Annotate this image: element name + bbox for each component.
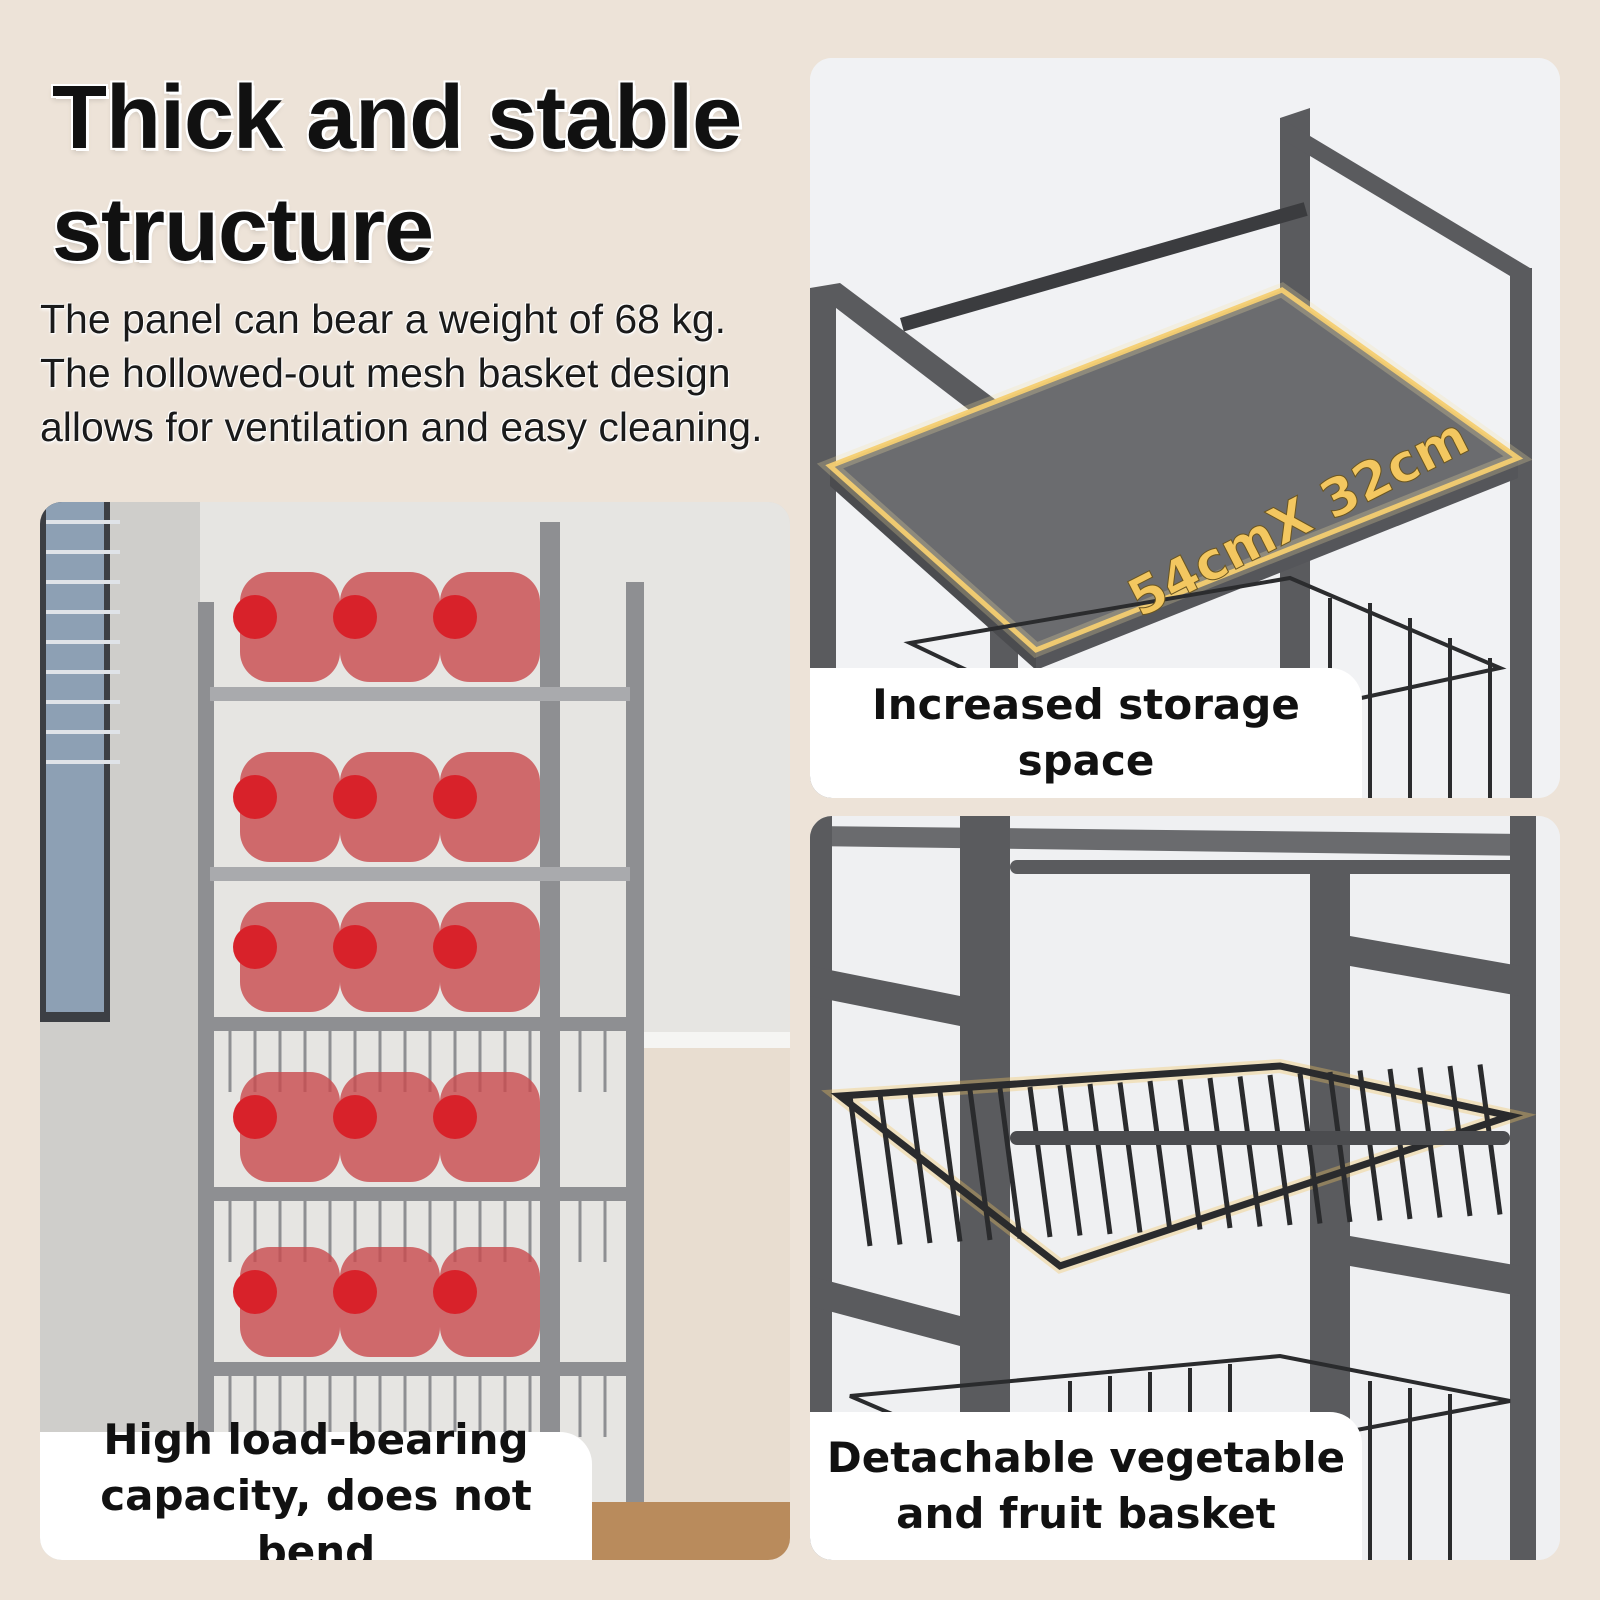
basket-wire <box>1297 1073 1323 1224</box>
basket-wire <box>1327 1071 1353 1223</box>
bottle-cap <box>333 595 377 639</box>
basket-wire <box>877 1094 903 1245</box>
bottle-cap <box>433 775 477 819</box>
bottle-cap <box>233 1095 277 1139</box>
rack-shelf <box>210 1187 630 1201</box>
rack-shelf <box>210 867 630 881</box>
rack-with-bottles-illustration <box>40 502 790 1560</box>
bottle-cap <box>333 1095 377 1139</box>
rack-shelves <box>210 572 630 1437</box>
storage-caption-line1: Increased storage <box>872 680 1300 729</box>
basket-wire <box>1357 1070 1383 1221</box>
basket-wire <box>1177 1079 1203 1230</box>
storage-space-panel: 54cmX 32cm Increased storage space <box>810 58 1560 798</box>
load-caption-line1: High load-bearing <box>103 1415 529 1464</box>
basket-wire <box>907 1092 933 1244</box>
bottle-cap <box>333 925 377 969</box>
basket-wire <box>967 1089 993 1241</box>
bottle-cap <box>333 1270 377 1314</box>
basket-caption-line2: and fruit basket <box>896 1489 1276 1538</box>
basket-wire <box>1027 1086 1053 1238</box>
load-bearing-photo-panel: High load-bearing capacity, does not ben… <box>40 502 790 1560</box>
storage-caption-line2: space <box>1017 736 1155 785</box>
rack-shelf <box>210 1362 630 1376</box>
basket-wire <box>1087 1083 1113 1235</box>
bottle-cap <box>333 775 377 819</box>
basket-caption: Detachable vegetable and fruit basket <box>810 1412 1362 1560</box>
bottle-cap <box>233 775 277 819</box>
basket-wire <box>937 1091 963 1242</box>
basket-wire <box>1057 1085 1083 1236</box>
rack-shelf <box>210 687 630 701</box>
basket-wire <box>997 1088 1023 1239</box>
basket-caption-line1: Detachable vegetable <box>826 1433 1346 1482</box>
headline: Thick and stable structure <box>52 68 742 280</box>
bottle-cap <box>433 1270 477 1314</box>
basket-wire <box>1147 1080 1173 1232</box>
load-caption-line2: capacity, does not bend <box>100 1471 532 1560</box>
description-text: The panel can bear a weight of 68 kg. Th… <box>40 296 763 450</box>
highlighted-basket <box>821 1058 1537 1274</box>
rack-shelf <box>210 1017 630 1031</box>
basket-wire <box>847 1095 873 1247</box>
bottle-cap <box>233 1270 277 1314</box>
basket-wire <box>1207 1077 1233 1229</box>
storage-caption: Increased storage space <box>810 668 1362 798</box>
basket-wire <box>1267 1074 1293 1226</box>
bottle-cap <box>233 925 277 969</box>
bottle-cap <box>433 1095 477 1139</box>
basket-wire <box>1117 1082 1143 1233</box>
load-bearing-caption: High load-bearing capacity, does not ben… <box>40 1415 592 1560</box>
basket-panel: Detachable vegetable and fruit basket <box>810 816 1560 1560</box>
bottle-cap <box>433 925 477 969</box>
bottle-cap <box>433 595 477 639</box>
bottle-cap <box>233 595 277 639</box>
